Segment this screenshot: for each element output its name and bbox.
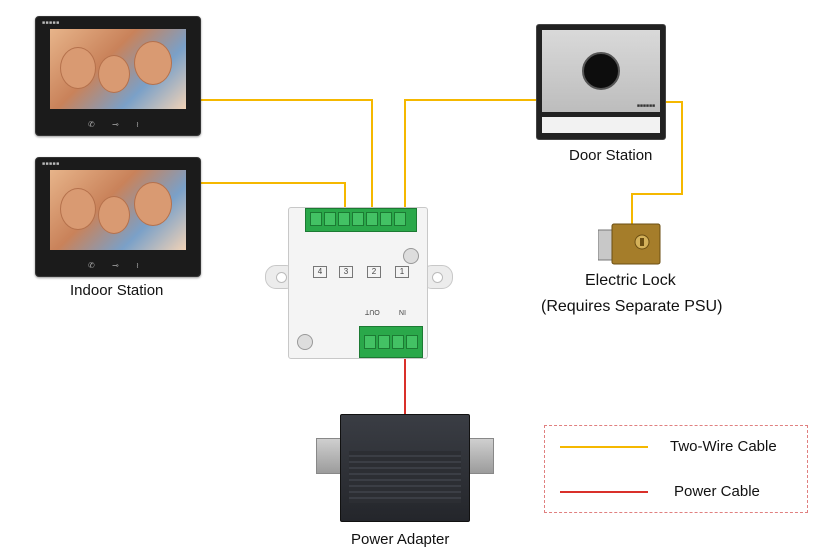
screw-icon <box>403 248 419 264</box>
terminal-block-top <box>305 208 417 232</box>
electric-lock-icon <box>598 223 661 265</box>
indoor-monitor-bottom: ■■■■■ ✆ ⊸ ≀ <box>35 157 201 277</box>
din-rail-psu-icon <box>340 414 470 522</box>
channel-label-3: 3 <box>339 266 353 278</box>
door-station-icon: ■■■■■■ <box>536 24 666 140</box>
door-station-label: Door Station <box>569 147 653 164</box>
legend-label-power: Power Cable <box>674 483 760 500</box>
out-label: OUT <box>365 308 380 315</box>
monitor-screen <box>50 29 186 109</box>
terminal-block-bottom <box>359 326 423 358</box>
legend-item-two-wire: Two-Wire Cable <box>560 438 777 455</box>
door-station-panel <box>542 30 660 112</box>
call-icon: ✆ <box>88 261 95 270</box>
channel-label-4: 4 <box>313 266 327 278</box>
channel-label-2: 2 <box>367 266 381 278</box>
screw-icon <box>297 334 313 350</box>
monitor-screen <box>50 170 186 250</box>
key-icon: ⊸ <box>112 261 119 270</box>
two-wire-cable-indoor-top <box>200 99 373 210</box>
door-station-nameplate <box>542 117 660 133</box>
legend-label-two-wire: Two-Wire Cable <box>670 438 777 455</box>
indoor-station-label: Indoor Station <box>70 282 164 299</box>
in-label: IN <box>399 308 406 315</box>
door-station-brand-mark: ■■■■■■ <box>636 103 655 109</box>
call-icon: ✆ <box>88 120 95 129</box>
legend-swatch-power <box>560 490 648 493</box>
two-wire-cable-indoor-bottom <box>200 182 346 210</box>
camera-lens-icon <box>582 52 620 90</box>
power-adapter-label: Power Adapter <box>351 531 450 548</box>
channel-label-1: 1 <box>395 266 409 278</box>
indoor-monitor-top: ■■■■■ ✆ ⊸ ≀ <box>35 16 201 136</box>
key-icon: ⊸ <box>112 120 119 129</box>
hangup-icon: ≀ <box>136 261 139 270</box>
two-wire-distributor-icon: 4 3 2 1 OUT IN <box>288 207 428 359</box>
monitor-brand-mark: ■■■■■ <box>42 161 60 167</box>
psu-vents <box>349 451 461 503</box>
two-wire-cable-lock <box>631 101 683 226</box>
electric-lock-label: Electric Lock <box>585 272 676 289</box>
hangup-icon: ≀ <box>136 120 139 129</box>
two-wire-cable-door-station <box>404 99 536 210</box>
legend-swatch-two-wire <box>560 445 648 448</box>
monitor-brand-mark: ■■■■■ <box>42 20 60 26</box>
legend-item-power: Power Cable <box>560 483 760 500</box>
psu-note-label: (Requires Separate PSU) <box>541 298 723 315</box>
legend: Two-Wire Cable Power Cable <box>544 425 808 513</box>
